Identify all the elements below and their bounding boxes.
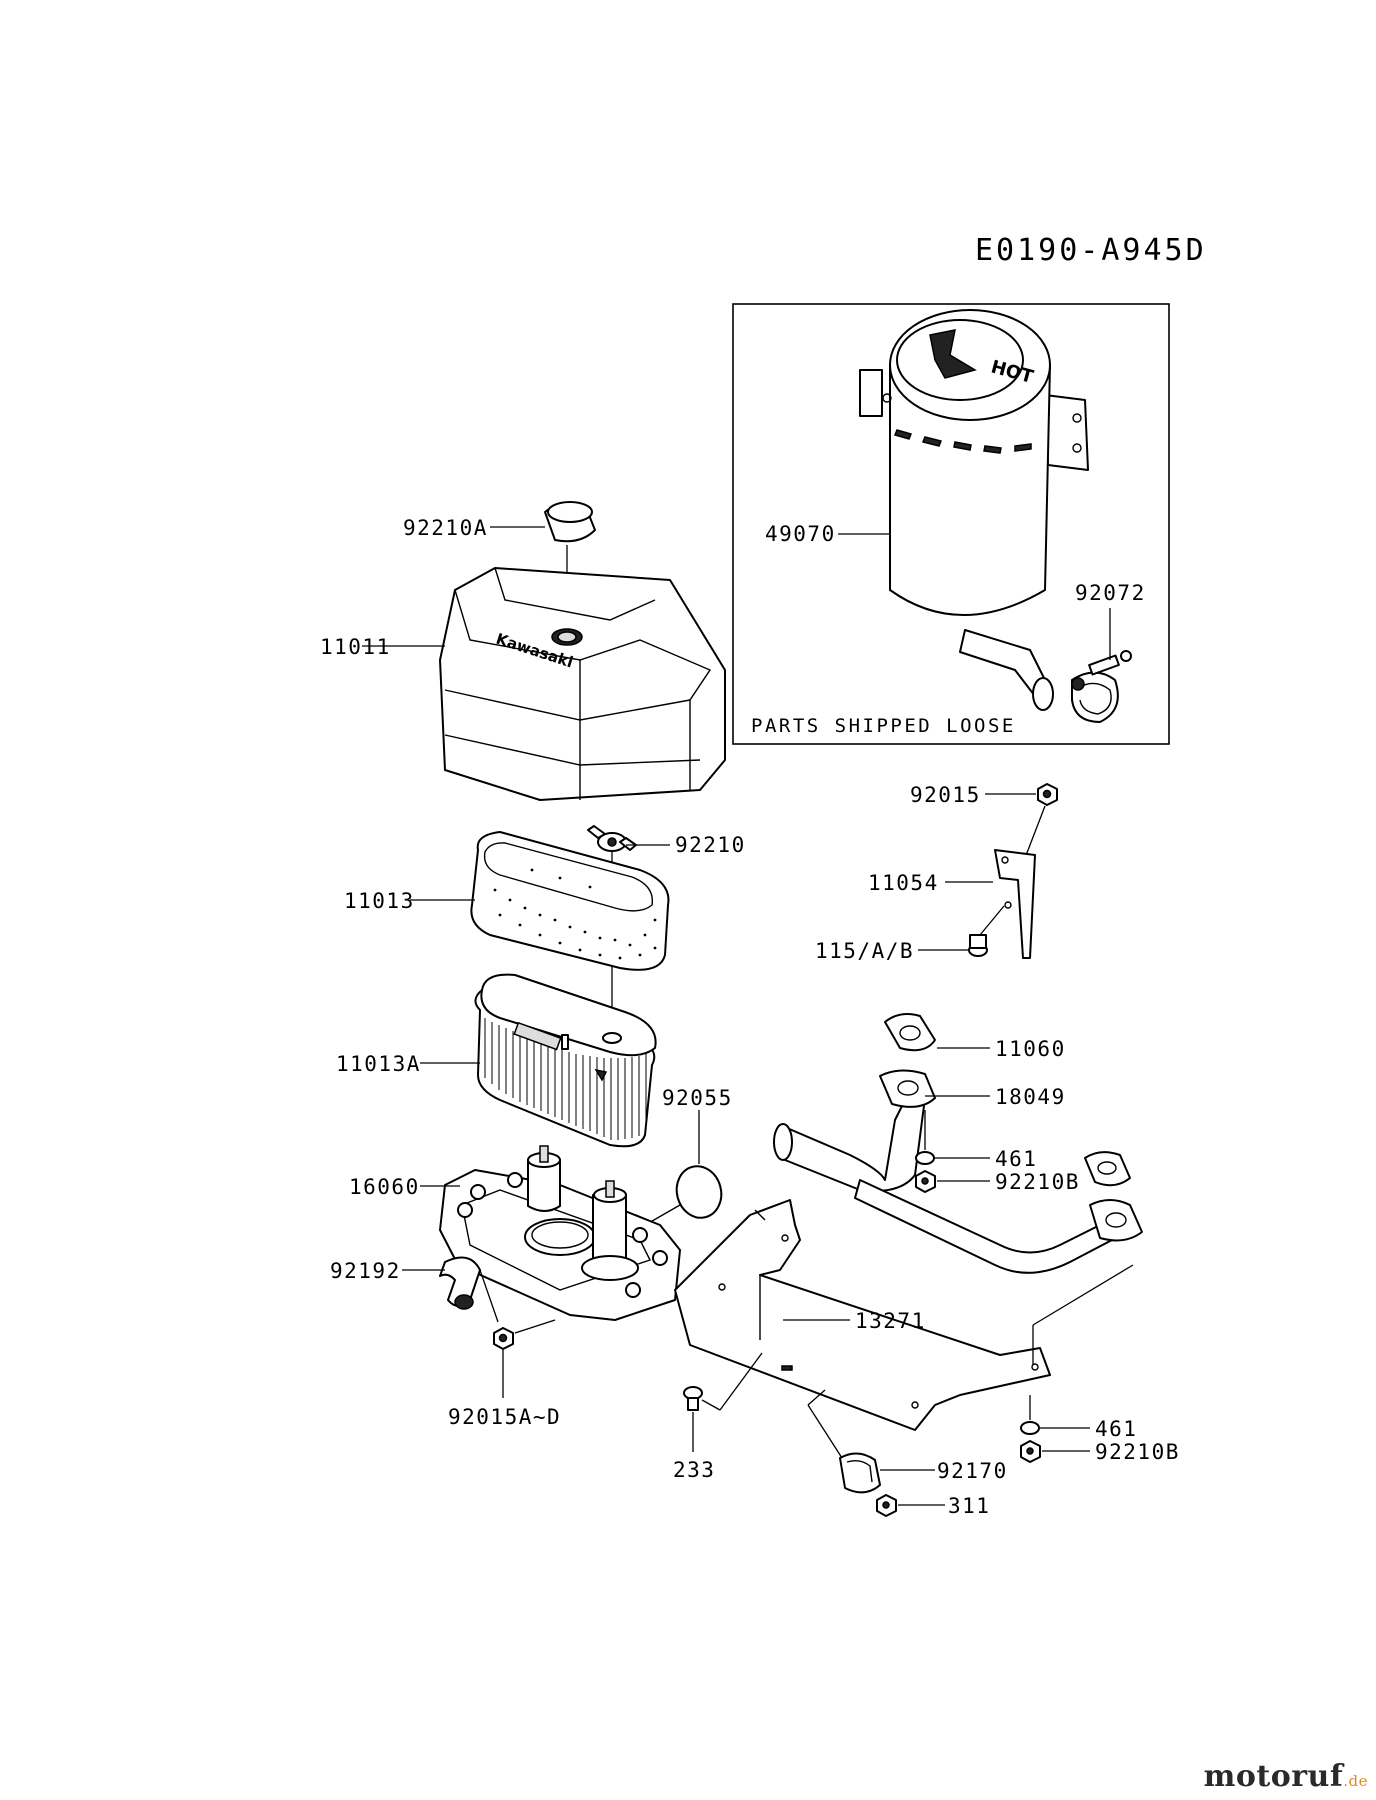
elbow-92192 bbox=[439, 1256, 481, 1310]
label-92210B-lower: 92210B bbox=[1095, 1440, 1180, 1464]
oring-92055 bbox=[675, 1165, 723, 1219]
label-11013A: 11013A bbox=[336, 1052, 421, 1076]
knob-92210A bbox=[544, 501, 596, 543]
label-18049: 18049 bbox=[995, 1085, 1066, 1109]
label-115AB: 115/A/B bbox=[815, 939, 914, 963]
cover-11011: Kawasaki bbox=[439, 567, 726, 801]
label-11054: 11054 bbox=[868, 871, 939, 895]
label-11011: 11011 bbox=[320, 635, 391, 659]
nut-92210B-upper bbox=[915, 1170, 936, 1193]
label-16060: 16060 bbox=[349, 1175, 420, 1199]
nut-92210B-lower bbox=[1020, 1440, 1041, 1463]
clamp-92170 bbox=[839, 1452, 881, 1494]
gasket-11060 bbox=[884, 1013, 936, 1052]
bolt-115AB bbox=[968, 934, 988, 957]
label-11013: 11013 bbox=[344, 889, 415, 913]
nut-311 bbox=[876, 1494, 897, 1517]
label-92192: 92192 bbox=[330, 1259, 401, 1283]
label-233: 233 bbox=[673, 1458, 715, 1482]
label-11060: 11060 bbox=[995, 1037, 1066, 1061]
base-16060 bbox=[439, 1145, 681, 1321]
exhaust-pipe-18049 bbox=[773, 1069, 1143, 1274]
watermark-logo: motoruf.de bbox=[1204, 1759, 1368, 1794]
parts-shipped-loose-box: PARTS SHIPPED LOOSE HOT 4907 bbox=[732, 303, 1170, 745]
watermark-tld: .de bbox=[1343, 1772, 1368, 1790]
wingnut-92210 bbox=[587, 825, 637, 852]
precleaner-11013 bbox=[470, 831, 670, 971]
label-92015: 92015 bbox=[910, 783, 981, 807]
clamp-drawing bbox=[1071, 650, 1132, 723]
watermark-name: motoruf bbox=[1203, 1759, 1344, 1794]
label-92170: 92170 bbox=[937, 1459, 1008, 1483]
screw-233 bbox=[683, 1386, 703, 1411]
washer-461-upper bbox=[915, 1151, 935, 1165]
label-92210A: 92210A bbox=[403, 516, 488, 540]
washer-461-lower bbox=[1020, 1421, 1040, 1435]
label-311: 311 bbox=[948, 1494, 990, 1518]
bracket-11054 bbox=[994, 849, 1036, 959]
label-49070: 49070 bbox=[765, 522, 836, 546]
label-461-lower: 461 bbox=[1095, 1417, 1137, 1441]
filter-11013A bbox=[474, 973, 657, 1148]
heat-shield-13271 bbox=[674, 1199, 1051, 1431]
label-92055: 92055 bbox=[662, 1086, 733, 1110]
label-461-upper: 461 bbox=[995, 1147, 1037, 1171]
muffler-drawing: HOT bbox=[859, 309, 1089, 711]
box-caption: PARTS SHIPPED LOOSE bbox=[751, 715, 1016, 737]
diagram-code: E0190-A945D bbox=[975, 233, 1207, 268]
label-92210: 92210 bbox=[675, 833, 746, 857]
nut-92015A-D bbox=[493, 1327, 514, 1350]
label-13271: 13271 bbox=[855, 1309, 926, 1333]
label-92015A-D: 92015A~D bbox=[448, 1405, 561, 1429]
nut-92015 bbox=[1037, 783, 1058, 806]
label-92210B-upper: 92210B bbox=[995, 1170, 1080, 1194]
label-92072: 92072 bbox=[1075, 581, 1146, 605]
